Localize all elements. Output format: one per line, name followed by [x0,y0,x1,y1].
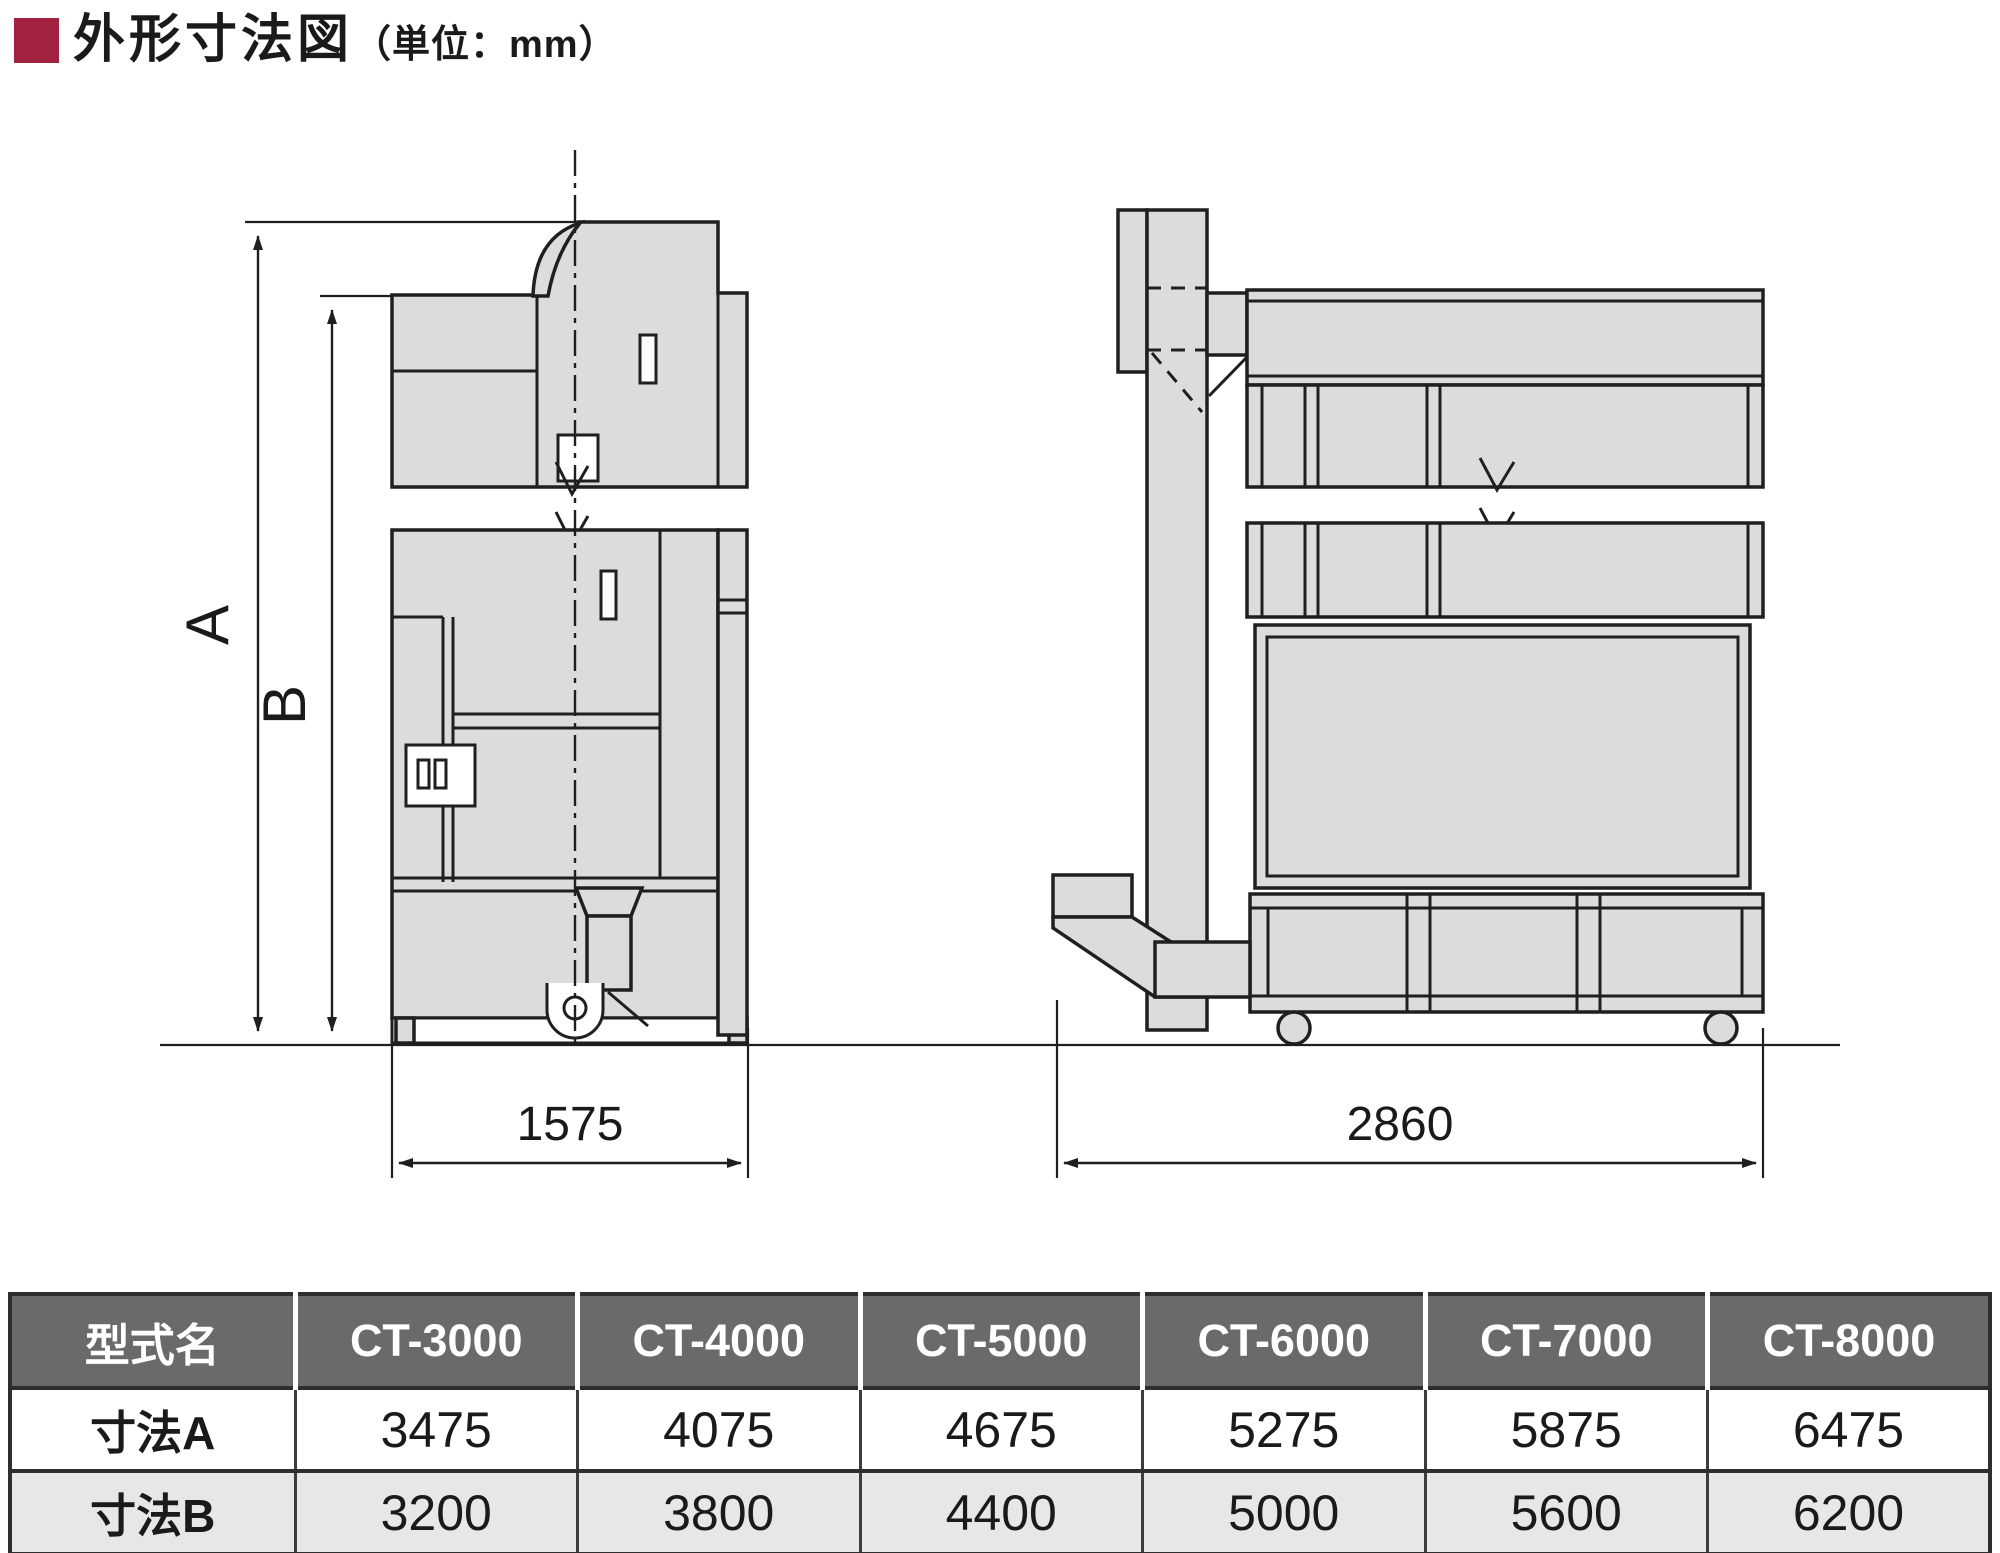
dim-a-ct7000: 5875 [1423,1386,1709,1473]
dimension-2860: 2860 [1055,1000,1765,1178]
control-panel-button-1 [416,758,431,790]
access-door-frame [1265,635,1740,878]
left-upper-slot [638,333,658,385]
right-top-band [1245,288,1765,387]
title-heading: 外形寸法図 [73,11,354,69]
spec-table: 型式名 CT-3000 CT-4000 CT-5000 CT-6000 CT-7… [8,1292,1992,1553]
column-joint [1205,291,1249,357]
wheel-left [1276,1010,1312,1046]
page-title: 外形寸法図 （単位：mm） [14,10,618,70]
left-foot-left [394,1016,416,1045]
dimension-a: A [174,220,588,1032]
table-row-dimension-a: 寸法A 3475 4075 4675 5275 5875 6475 [8,1386,1992,1473]
col-header-model: 型式名 [8,1294,295,1390]
hopper-arm [1153,940,1252,999]
title-unit-note: （単位：mm） [353,24,618,66]
dim-a-ct8000: 6475 [1706,1386,1992,1473]
spec-table-header-row: 型式名 CT-3000 CT-4000 CT-5000 CT-6000 CT-7… [8,1294,1990,1390]
louver-upper-dividers [1260,385,1750,487]
col-header-ct3000: CT-3000 [292,1294,578,1390]
dim-b-ct8000: 6200 [1706,1469,1992,1553]
title-text: 外形寸法図 （単位：mm） [73,10,618,70]
row-label-dimension-a: 寸法A [8,1386,297,1473]
left-lower-slot [599,569,618,621]
discharge-funnel [573,886,645,918]
left-side-duct [716,528,749,1037]
access-door [1253,623,1752,890]
right-louver-upper [1245,383,1765,489]
blower-brace [607,990,649,1028]
hopper-top [1051,873,1134,919]
column-hidden-diagonal [1150,352,1204,413]
elevator-column [1145,208,1209,1032]
right-base-frame [1248,892,1765,1014]
dimension-b: B [251,294,392,1032]
col-header-ct4000: CT-4000 [575,1294,860,1390]
title-square-icon [14,18,59,63]
wheel-right [1703,1010,1739,1046]
control-panel-button-2 [433,758,448,790]
dim-b-ct6000: 5000 [1141,1469,1427,1553]
dim-1575-label: 1575 [517,1098,624,1151]
right-break-mark-upper [1478,457,1516,494]
dim-b-ct5000: 4400 [858,1469,1144,1553]
dim-a-ct5000: 4675 [858,1386,1144,1473]
base-frame-rails [1250,894,1763,1012]
table-row-dimension-b: 寸法B 3200 3800 4400 5000 5600 6200 [8,1469,1992,1553]
dim-a-ct3000: 3475 [293,1386,579,1473]
louver-lower-dividers [1260,523,1750,617]
column-brace [1207,355,1249,398]
discharge-duct [585,914,633,992]
right-louver-lower [1245,521,1765,619]
dim-b-label: B [251,685,318,725]
elevator-cap-back [1116,208,1149,374]
col-header-ct7000: CT-7000 [1422,1294,1708,1390]
col-header-ct6000: CT-6000 [1140,1294,1425,1390]
col-header-ct8000: CT-8000 [1705,1294,1990,1390]
dim-b-ct7000: 5600 [1423,1469,1709,1553]
right-view: 2860 [1051,208,1765,1178]
col-header-ct5000: CT-5000 [857,1294,1143,1390]
left-upper-hatch [556,433,600,483]
left-view: A B 1575 [174,150,750,1178]
dim-a-ct6000: 5275 [1141,1386,1427,1473]
dim-b-ct3000: 3200 [293,1469,579,1553]
break-mark-upper [554,461,590,498]
dimension-1575: 1575 [390,1028,750,1178]
dim-2860-label: 2860 [1347,1098,1454,1151]
dim-b-ct4000: 3800 [576,1469,862,1553]
dim-a-ct4000: 4075 [576,1386,862,1473]
row-label-dimension-b: 寸法B [8,1469,297,1553]
dim-a-label: A [174,605,241,645]
